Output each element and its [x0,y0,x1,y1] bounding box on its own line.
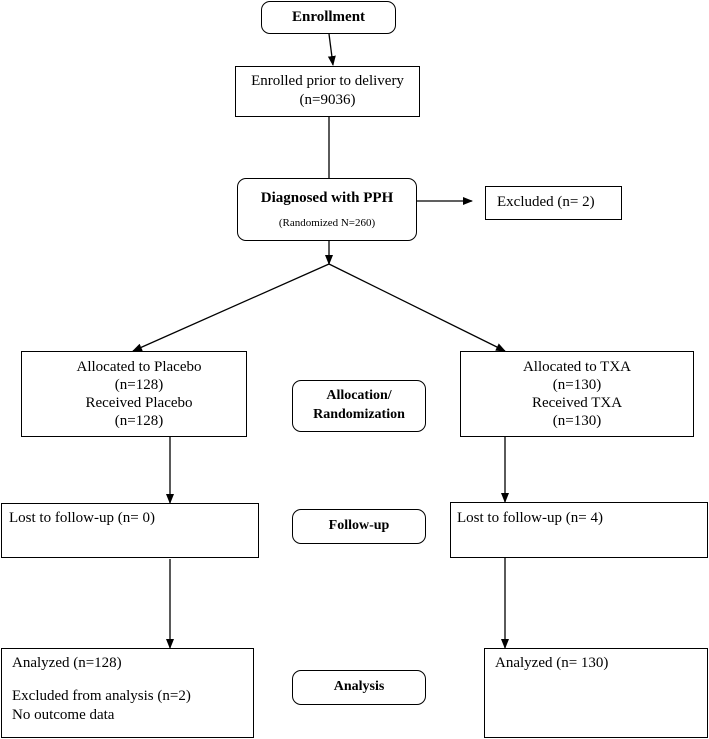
txa-received-count: (n=130) [552,413,602,429]
enrollment-title: Enrollment [291,9,366,25]
stage-allocation-line2: Randomization [313,407,405,422]
diagnosed-box [237,178,417,241]
placebo-no-outcome-label: No outcome data [12,707,115,723]
placebo-lost-box [1,503,259,558]
stage-analysis-label: Analysis [333,679,385,694]
placebo-analyzed-label: Analyzed (n=128) [12,655,122,671]
txa-lost-box [450,502,708,558]
enrolled-label: Enrolled prior to delivery [251,73,404,89]
placebo-allocated-count: (n=128) [114,377,164,393]
placebo-received-label: Received Placebo [85,395,193,411]
txa-analyzed-label: Analyzed (n= 130) [495,655,609,671]
txa-allocation-box [460,351,694,437]
diagnosed-title: Diagnosed with PPH [260,190,394,206]
arrow-split-to-placebo [132,263,330,352]
stage-allocation-line1: Allocation/ [326,388,392,403]
arrow-enrollment-to-enrolled [327,33,336,66]
placebo-received-count: (n=128) [114,413,164,429]
placebo-analysis-box [1,648,254,738]
enrolled-box [235,66,420,117]
enrollment-box [261,1,396,34]
placebo-lost-label: Lost to follow-up (n= 0) [9,510,155,526]
stage-followup-label: Follow-up [328,518,390,533]
placebo-allocated-label: Allocated to Placebo [76,359,202,375]
stage-allocation-box [292,380,426,432]
stage-followup-box [292,509,426,544]
txa-received-label: Received TXA [531,395,623,411]
arrow-split-to-txa [328,263,506,352]
txa-allocated-count: (n=130) [552,377,602,393]
diagnosed-subtitle: (Randomized N=260) [278,217,376,229]
excluded-label: Excluded (n= 2) [497,194,595,210]
enrolled-count: (n=9036) [299,92,356,108]
placebo-allocation-box [21,351,247,437]
txa-allocated-label: Allocated to TXA [522,359,632,375]
stage-analysis-box [292,670,426,705]
excluded-box [485,186,622,220]
txa-lost-label: Lost to follow-up (n= 4) [457,510,603,526]
placebo-excluded-analysis-label: Excluded from analysis (n=2) [12,688,191,704]
txa-analysis-box [484,648,708,738]
